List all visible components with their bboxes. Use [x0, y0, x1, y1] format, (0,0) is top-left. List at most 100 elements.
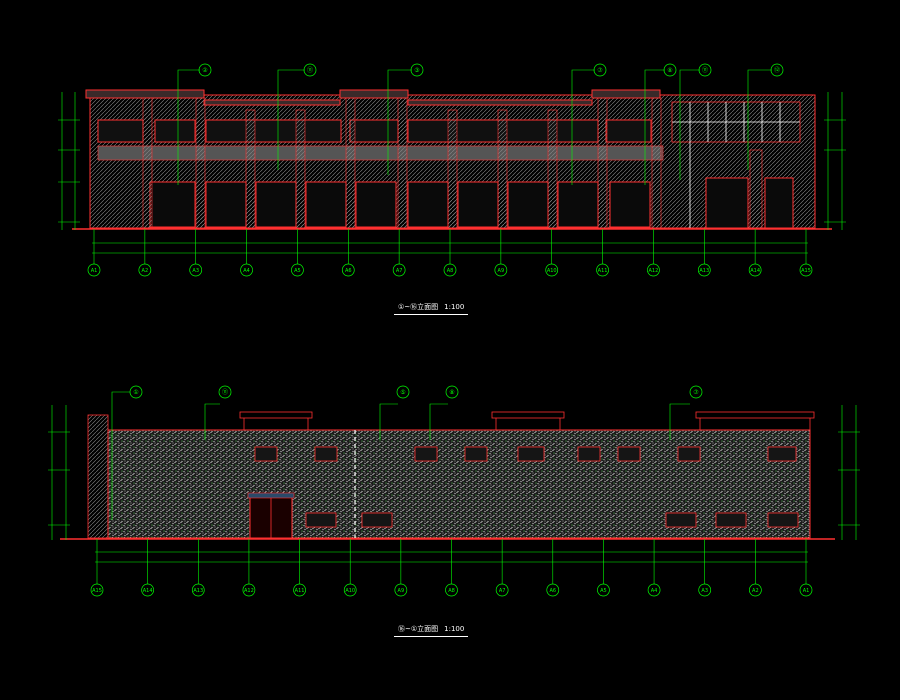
rear-grid-axis-bubble [799, 583, 813, 597]
front-grid-axis-bubble [138, 263, 152, 277]
rear-grid-axis-bubble [445, 583, 458, 597]
rear-elevation [48, 391, 860, 563]
rear-grid-axis-label: A14 [143, 588, 153, 594]
rear-grid-axis-bubble [141, 583, 154, 597]
rear-grid-axis-label: A12 [244, 588, 254, 594]
front-leaders [177, 69, 772, 185]
rear-grid-axis-label: A13 [193, 588, 203, 594]
rear-callout-label: ⑪ [222, 388, 228, 396]
rear-callout-label: ⑧ [449, 389, 454, 396]
rear-grid-axis-bubble [647, 583, 661, 597]
front-grid-axis-label: A14 [750, 268, 760, 274]
front-callout-label: ② [202, 67, 208, 74]
front-grid-axis-label: A12 [649, 268, 659, 274]
rear-grid-axis-bubble [698, 583, 712, 597]
front-elevation-caption: ①~⑯立面图 1:100 [394, 302, 469, 315]
rear-grid-axis-bubble [191, 583, 205, 597]
front-callout-bubble [410, 63, 424, 77]
rear-callout-label: ⑤ [400, 389, 405, 396]
front-callout-label: ⑪ [307, 66, 313, 74]
front-callout-bubble [198, 63, 212, 77]
front-grid-axis-bubble [443, 263, 457, 277]
front-upper-windows [97, 119, 652, 143]
front-grid-axis-bubble [240, 263, 253, 277]
rear-stair-tower [87, 414, 109, 539]
front-callout-label: ⑪ [702, 66, 708, 74]
rear-grid-axis-label: A6 [549, 588, 556, 594]
rear-grid-axis-bubble [749, 583, 762, 597]
rear-dimension-left [48, 405, 70, 540]
front-grid-axis-bubble [647, 263, 660, 277]
rear-grid-axis-label: A15 [92, 588, 102, 594]
front-grid-axis-bubble [697, 263, 711, 277]
front-callout-bubble [303, 63, 317, 77]
rear-pergolas [239, 411, 815, 430]
rear-upper-windows [254, 446, 797, 462]
rear-callout-bubble [218, 385, 232, 399]
front-callout-bubble [593, 63, 607, 77]
front-callout-bubble [663, 63, 677, 77]
rear-callout-bubble [445, 385, 459, 399]
front-grid-axis-label: A13 [699, 268, 709, 274]
rear-grid-axis-label: A9 [398, 588, 405, 594]
front-elevation-title: ①~⑯立面图 [398, 303, 439, 311]
front-callout-label: ⑧ [667, 67, 672, 74]
rear-grid-axis-label: A4 [651, 588, 658, 594]
front-grid-axis-bubble [748, 263, 762, 277]
front-grid-axis-bubble [341, 263, 355, 277]
rear-grid-axis-bubble [293, 583, 306, 597]
rear-grid-axis-label: A8 [448, 588, 455, 594]
front-callout-bubble [770, 63, 784, 77]
front-callout-bubble [698, 63, 712, 77]
rear-grid-axis-bubble [394, 583, 408, 597]
front-elevation [58, 69, 846, 254]
rear-grid-axis-label: A5 [600, 588, 607, 594]
rear-callout-bubble [689, 385, 703, 399]
front-storefronts [149, 177, 794, 229]
front-grid-axis-label: A1 [91, 268, 98, 274]
front-grid-axis-label: A8 [447, 268, 454, 274]
rear-grid-axis-label: A7 [499, 588, 506, 594]
rear-lower-windows [305, 512, 799, 528]
front-grid-axis-bubble [596, 263, 609, 277]
rear-grid-axis-label: A3 [701, 588, 708, 594]
rear-leaders [111, 391, 690, 520]
front-grid-axis-label: A2 [142, 268, 149, 274]
rear-grid-axis-bubble [597, 583, 610, 597]
front-sign-band [97, 145, 664, 161]
front-callout-label: ⑦ [597, 67, 603, 74]
rear-grid-axis-bubble [242, 583, 256, 597]
front-callout-label: ⑫ [774, 66, 780, 74]
front-grid-axis-label: A9 [498, 268, 505, 274]
front-grid-axis-label: A10 [547, 268, 557, 274]
front-elevation-scale: 1:100 [444, 303, 465, 311]
rear-entrance-door [247, 492, 295, 539]
rear-grid-axis-label: A11 [295, 588, 305, 594]
front-grid-axis-bubble [87, 263, 101, 277]
rear-elevation-scale: 1:100 [444, 625, 465, 633]
rear-callout-bubble [129, 385, 143, 399]
front-dimension-left [58, 92, 80, 230]
rear-facade [107, 429, 811, 539]
front-grid-axis-bubble [189, 263, 203, 277]
rear-grid-axis-bubble [495, 583, 509, 597]
rear-grid-axis-label: A1 [803, 588, 810, 594]
rear-grid-axis-label: A2 [752, 588, 759, 594]
front-grid-axis-label: A4 [243, 268, 250, 274]
rear-grid-axis-bubble [90, 583, 104, 597]
front-grid-axis-bubble [545, 263, 559, 277]
front-grid-axis-label: A6 [345, 268, 352, 274]
rear-callout-label: ⑦ [693, 389, 699, 396]
front-grid-axis-label: A5 [294, 268, 301, 274]
front-grid-axis-bubble [799, 263, 813, 277]
rear-dimension-right [838, 405, 860, 540]
front-grid-axis-bubble [392, 263, 406, 277]
front-grid-axis-label: A3 [192, 268, 199, 274]
front-pilasters [142, 97, 763, 229]
front-parapets [85, 89, 661, 106]
front-glass-curtain [671, 101, 801, 228]
